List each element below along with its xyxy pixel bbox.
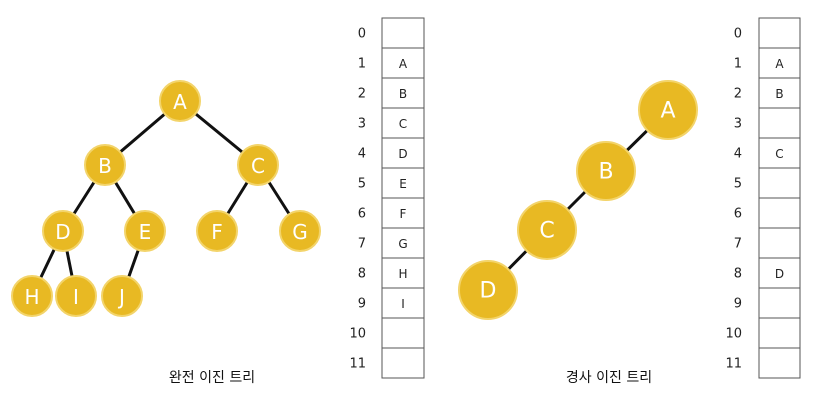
array-cell (758, 167, 801, 199)
tree-node-label: G (292, 220, 308, 244)
tree-node-label: C (251, 154, 265, 178)
array-index-label: 5 (734, 177, 742, 192)
tree-node-c (517, 200, 577, 260)
array-index-label: 10 (725, 327, 742, 342)
array-index-label: 0 (358, 27, 366, 42)
array-cell (758, 317, 801, 349)
array-index-label: 11 (725, 357, 742, 372)
array-cell (758, 347, 801, 379)
array-cell (758, 47, 801, 79)
array-index-label: 6 (358, 207, 366, 222)
array-index-label: 1 (358, 57, 366, 72)
array-cell (758, 287, 801, 319)
array-cell-value: F (400, 207, 407, 221)
array-cell (758, 197, 801, 229)
array-cell (381, 347, 425, 379)
array-cell-value: C (399, 117, 407, 131)
array-cell-value: A (775, 57, 784, 71)
complete-tree-array: 0A 1B 2C 3D 4E 5F 6G 7H 8I 9 10 11 (349, 17, 425, 379)
tree-node-f (196, 210, 238, 252)
array-index-label: 4 (734, 147, 742, 162)
array-cell-value: H (398, 267, 407, 281)
tree-node-d (42, 210, 84, 252)
array-cell (758, 77, 801, 109)
tree-node-i (55, 275, 97, 317)
array-index-label: 7 (734, 237, 742, 252)
array-cell-value: D (398, 147, 407, 161)
array-cell (381, 287, 425, 319)
tree-node-g (279, 210, 321, 252)
array-index-label: 8 (734, 267, 742, 282)
array-index-label: 7 (358, 237, 366, 252)
array-cell-value: B (775, 87, 783, 101)
complete-binary-tree: A B C D E F G H I J (11, 80, 321, 317)
array-cell (381, 17, 425, 49)
array-index-label: 10 (349, 327, 366, 342)
skewed-tree-caption: 경사 이진 트리 (566, 370, 652, 386)
array-cell-value: I (401, 297, 405, 311)
tree-node-label: B (98, 154, 112, 178)
array-cell (758, 137, 801, 169)
complete-tree-caption: 완전 이진 트리 (169, 370, 255, 386)
tree-node-label: E (139, 220, 152, 244)
array-index-label: 9 (734, 297, 742, 312)
array-cell (381, 107, 425, 139)
array-cell-value: A (399, 57, 408, 71)
skewed-tree-array: 0A 1B 2 3C 4 5 6 7D 8 9 10 11 (725, 17, 801, 379)
array-index-label: 11 (349, 357, 366, 372)
array-cell-value: D (775, 267, 784, 281)
array-index-label: 9 (358, 297, 366, 312)
array-cell (381, 257, 425, 289)
array-index-label: 3 (734, 117, 742, 132)
tree-node-label: C (539, 219, 554, 244)
array-cell (381, 77, 425, 109)
tree-node-e (124, 210, 166, 252)
tree-node-label: A (173, 90, 187, 114)
array-index-label: 2 (358, 87, 366, 102)
array-cell (381, 47, 425, 79)
array-cell-value: B (399, 87, 407, 101)
array-index-label: 3 (358, 117, 366, 132)
array-cell-value: C (775, 147, 783, 161)
tree-node-c (237, 144, 279, 186)
tree-node-label: F (211, 220, 223, 244)
array-index-label: 5 (358, 177, 366, 192)
array-cell (381, 227, 425, 259)
array-cell (758, 17, 801, 49)
array-cell-value: G (398, 237, 407, 251)
tree-node-d (458, 260, 518, 320)
tree-node-j (101, 275, 143, 317)
skewed-binary-tree: A B C D (458, 80, 698, 320)
tree-node-a (159, 80, 201, 122)
array-index-label: 0 (734, 27, 742, 42)
tree-node-label: J (117, 285, 125, 309)
array-cell (758, 107, 801, 139)
tree-node-b (84, 144, 126, 186)
array-cell (758, 257, 801, 289)
array-cell (381, 167, 425, 199)
array-index-label: 8 (358, 267, 366, 282)
tree-node-label: D (55, 220, 70, 244)
array-cell (381, 317, 425, 349)
tree-node-b (576, 141, 636, 201)
array-cell-value: E (399, 177, 407, 191)
array-cell (758, 227, 801, 259)
tree-node-label: H (24, 285, 39, 309)
tree-node-label: B (598, 160, 613, 185)
tree-node-a (638, 80, 698, 140)
array-index-label: 6 (734, 207, 742, 222)
array-index-label: 2 (734, 87, 742, 102)
tree-node-label: A (660, 99, 675, 124)
array-index-label: 1 (734, 57, 742, 72)
tree-node-label: I (73, 285, 79, 309)
array-index-label: 4 (358, 147, 366, 162)
tree-node-label: D (480, 279, 497, 304)
tree-node-h (11, 275, 53, 317)
